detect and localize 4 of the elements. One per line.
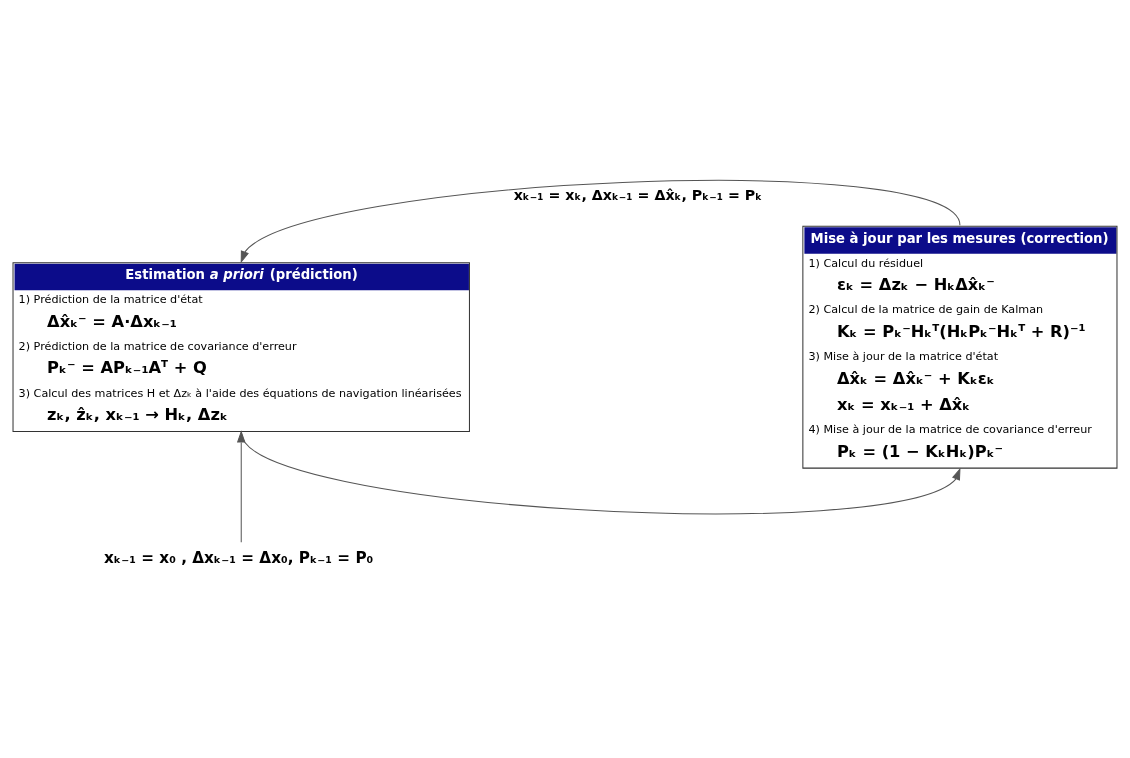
arrow xyxy=(236,429,246,543)
arrow xyxy=(240,179,961,263)
node-text: xₖ₋₁ = x₀ , Δxₖ₋₁ = Δx₀, Pₖ₋₁ = P₀ xyxy=(104,548,374,567)
edge-label: xₖ₋₁ = xₖ, Δxₖ₋₁ = Δx̂ₖ, Pₖ₋₁ = Pₖ xyxy=(513,186,763,203)
